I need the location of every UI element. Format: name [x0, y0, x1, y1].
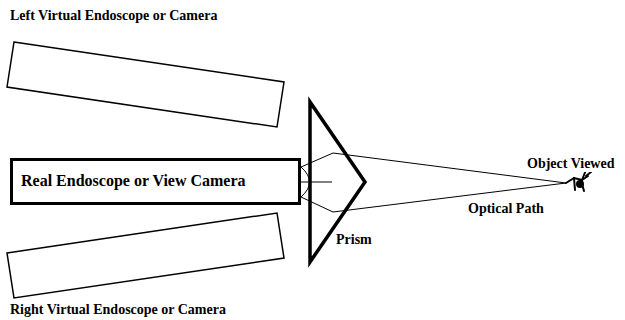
endoscope-outline: [0, 188, 300, 320]
camera-label: Left Virtual Endoscope or Camera: [10, 8, 217, 24]
camera-name: Real Endoscope or View Camera: [21, 172, 246, 190]
prism-label: Prism: [334, 232, 374, 248]
virtual-endoscope: Left Virtual Endoscope or Camera: [0, 0, 300, 132]
endoscope-box: Real Endoscope or View Camera: [10, 158, 301, 205]
object-label: Object Viewed: [525, 156, 616, 172]
optical-axis: [301, 182, 332, 183]
object-figure: [566, 170, 591, 191]
path-label: Optical Path: [466, 201, 546, 217]
virtual-endoscope: Right Virtual Endoscope or Camera: [0, 188, 300, 320]
camera-label: Right Virtual Endoscope or Camera: [10, 302, 226, 318]
